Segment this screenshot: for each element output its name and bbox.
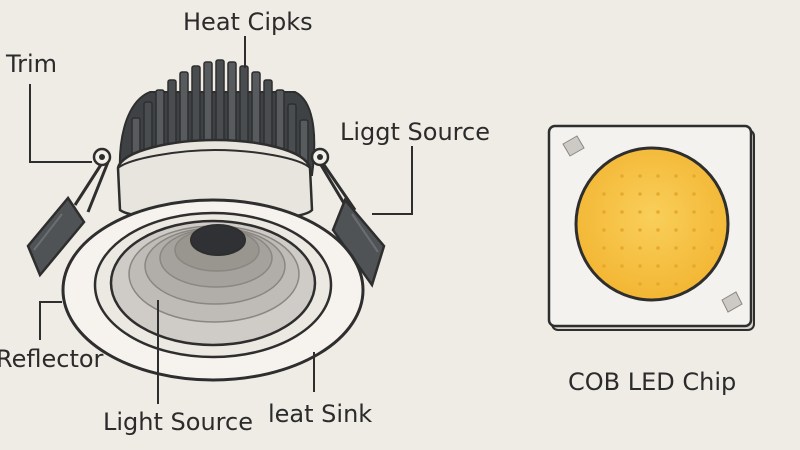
led-die-dot: [620, 174, 624, 178]
led-die-dot: [674, 210, 678, 214]
led-die-dot: [656, 282, 660, 286]
led-die-dot: [638, 246, 642, 250]
led-die-dot: [692, 246, 696, 250]
led-die-dot: [638, 228, 642, 232]
label-heat-chips: Heat Cipks: [183, 8, 313, 36]
led-die-dot: [692, 210, 696, 214]
led-die-dot: [656, 228, 660, 232]
light-source-emitter: [190, 224, 246, 256]
led-die-dot: [656, 264, 660, 268]
led-die-dot: [674, 228, 678, 232]
led-die-dot: [674, 264, 678, 268]
led-die-dot: [674, 282, 678, 286]
led-die-dot: [620, 192, 624, 196]
chip-phosphor: [574, 146, 730, 302]
label-trim: Trim: [6, 50, 58, 78]
led-die-dot: [602, 210, 606, 214]
led-die-dot: [656, 192, 660, 196]
led-die-dot: [674, 246, 678, 250]
led-die-dot: [602, 264, 606, 268]
led-die-dot: [656, 246, 660, 250]
led-die-dot: [602, 246, 606, 250]
leader-lines: [29, 36, 413, 404]
led-die-dot: [656, 210, 660, 214]
led-die-dot: [692, 192, 696, 196]
label-light-source-top: Liggt Source: [340, 118, 490, 146]
spring-clip-right: [310, 147, 386, 288]
led-die-dot: [692, 228, 696, 232]
led-die-dot: [602, 192, 606, 196]
label-reflector: Reflector: [0, 345, 104, 373]
led-die-dot: [638, 282, 642, 286]
led-die-dot: [710, 246, 714, 250]
led-die-dot: [638, 264, 642, 268]
label-light-source-bottom: Light Source: [103, 408, 253, 436]
led-die-dot: [674, 174, 678, 178]
led-die-dot: [602, 228, 606, 232]
led-die-dot: [692, 264, 696, 268]
led-die-dot: [620, 246, 624, 250]
label-heat-sink: leat Sink: [268, 400, 373, 428]
led-die-dot: [638, 210, 642, 214]
led-die-dot: [620, 228, 624, 232]
led-die-dot: [620, 264, 624, 268]
led-die-dot: [620, 210, 624, 214]
led-die-dot: [710, 210, 714, 214]
reflector-cone: [109, 219, 317, 347]
led-die-dot: [674, 192, 678, 196]
led-die-dot: [638, 192, 642, 196]
cob-led-chip: [547, 124, 755, 331]
led-die-dot: [710, 228, 714, 232]
led-die-dot: [692, 174, 696, 178]
spring-clip-left: [26, 147, 112, 278]
led-die-dot: [656, 174, 660, 178]
label-cob-chip: COB LED Chip: [568, 368, 737, 396]
led-die-dot: [638, 174, 642, 178]
